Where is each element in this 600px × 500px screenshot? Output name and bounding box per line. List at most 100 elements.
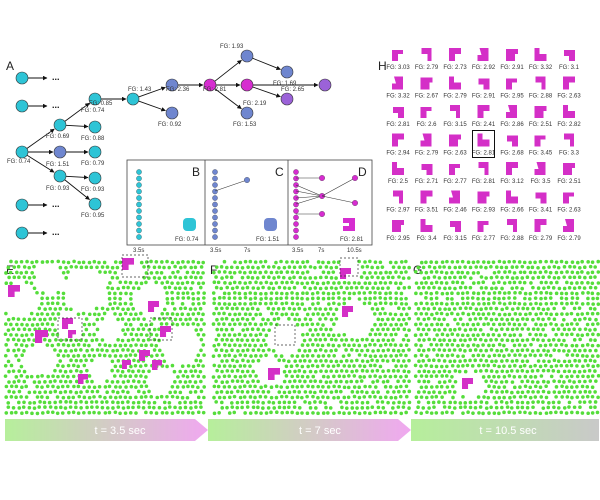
robot xyxy=(193,369,198,373)
robot xyxy=(35,395,40,399)
grid-label: FG: 2.67 xyxy=(415,94,439,100)
robot xyxy=(414,291,418,296)
robot xyxy=(544,384,548,389)
robot xyxy=(326,280,330,285)
robot xyxy=(17,389,22,394)
robot xyxy=(217,353,222,358)
robot xyxy=(360,348,364,353)
robot xyxy=(590,411,595,415)
robot xyxy=(593,285,598,290)
robot xyxy=(457,265,462,270)
robot xyxy=(373,354,378,358)
robot xyxy=(471,311,476,316)
robot xyxy=(577,306,582,311)
robot xyxy=(504,265,509,270)
robot xyxy=(71,363,76,368)
robot xyxy=(181,322,185,326)
robot xyxy=(419,333,423,337)
tree-node xyxy=(15,71,29,85)
robot xyxy=(118,354,123,358)
robot xyxy=(165,301,170,305)
robot xyxy=(60,411,65,415)
robot xyxy=(565,322,570,327)
robot xyxy=(416,405,420,410)
robot xyxy=(517,374,522,379)
robot xyxy=(350,390,355,394)
robot xyxy=(141,405,146,410)
robot xyxy=(329,369,334,373)
robot xyxy=(583,316,587,321)
robot xyxy=(103,385,108,389)
robot xyxy=(456,291,460,296)
robot xyxy=(269,297,273,301)
robot xyxy=(381,405,386,410)
robot xyxy=(505,389,509,394)
robot xyxy=(548,343,553,347)
robot xyxy=(471,271,476,275)
robot xyxy=(269,395,274,400)
robot xyxy=(74,338,79,343)
robot xyxy=(290,280,294,285)
robot xyxy=(227,312,232,317)
robot xyxy=(85,379,89,384)
robot xyxy=(508,333,512,338)
robot xyxy=(517,322,522,327)
robot xyxy=(144,280,148,285)
robot xyxy=(269,301,273,306)
robot xyxy=(413,374,418,378)
robot xyxy=(321,291,326,295)
tree-edge xyxy=(26,154,55,173)
robot xyxy=(528,353,533,357)
time-arrow-f xyxy=(208,419,411,441)
robot xyxy=(593,275,597,279)
robot xyxy=(389,323,393,327)
robot xyxy=(453,379,458,384)
grid-shape xyxy=(534,219,547,232)
robot xyxy=(22,379,27,384)
robot xyxy=(318,379,323,384)
robot xyxy=(216,333,221,337)
robot xyxy=(246,265,250,269)
robot xyxy=(535,368,540,373)
robot xyxy=(355,406,359,410)
robot xyxy=(445,322,450,327)
robot xyxy=(82,385,86,390)
robot xyxy=(22,327,27,332)
robot xyxy=(292,265,297,270)
robot xyxy=(121,380,126,384)
robot xyxy=(212,384,217,389)
robot xyxy=(74,405,78,410)
robot xyxy=(295,291,300,296)
robot xyxy=(547,265,551,269)
grid-shape xyxy=(420,133,432,147)
robot xyxy=(290,374,294,379)
robot xyxy=(255,276,260,280)
robot xyxy=(66,374,70,379)
robot xyxy=(402,317,406,322)
grid-label: FG: 2.51 xyxy=(557,179,581,185)
robot xyxy=(439,281,444,285)
tree-edge xyxy=(252,86,281,98)
robot xyxy=(95,317,100,322)
robot xyxy=(357,411,362,416)
robot xyxy=(515,285,519,290)
robot xyxy=(6,265,11,270)
robot xyxy=(548,291,553,296)
robot xyxy=(453,369,458,373)
robot xyxy=(492,353,497,358)
robot xyxy=(250,276,255,280)
robot xyxy=(321,411,326,415)
robot xyxy=(19,364,24,369)
robot xyxy=(350,337,354,342)
robot xyxy=(484,265,488,270)
robot xyxy=(147,389,151,394)
robot xyxy=(554,332,558,337)
robot xyxy=(4,384,9,389)
robot xyxy=(51,384,55,389)
robot xyxy=(183,380,188,384)
robot xyxy=(155,395,160,400)
robot xyxy=(256,327,260,332)
robot xyxy=(141,338,146,343)
grid-label: FG: 2.71 xyxy=(415,179,439,185)
robot xyxy=(590,354,595,358)
